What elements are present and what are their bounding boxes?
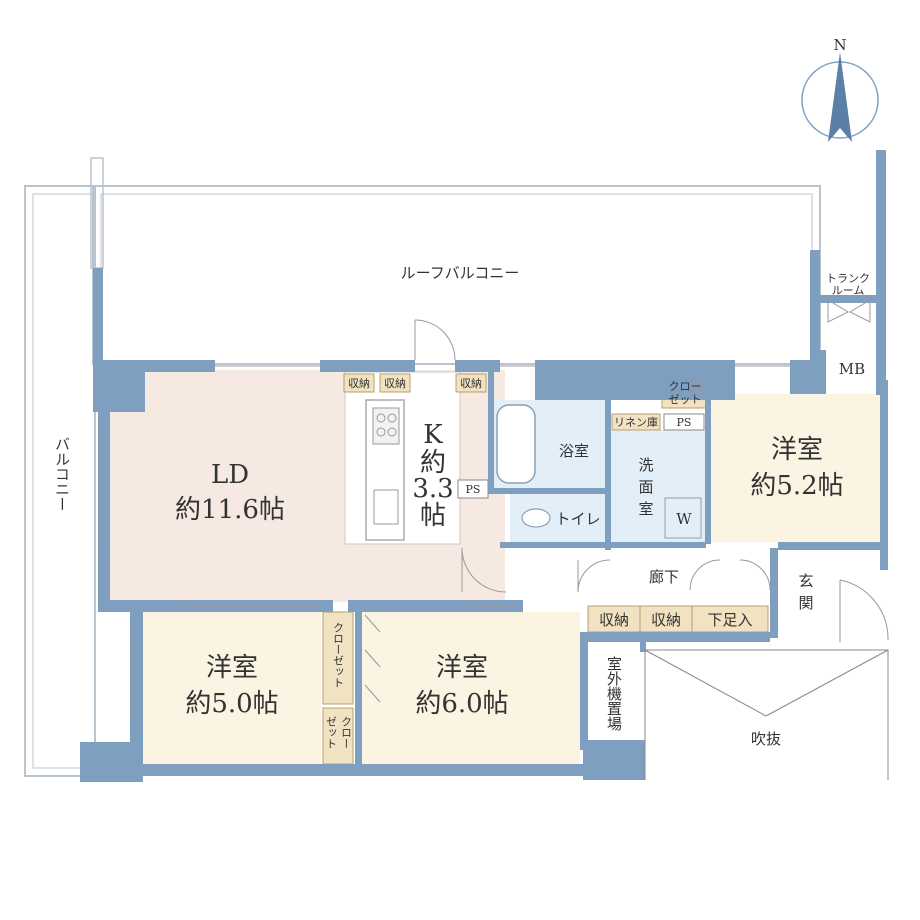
washroom-label-1: 洗 <box>638 456 653 474</box>
shoe-storage <box>691 605 769 633</box>
washer-label: W <box>676 510 692 528</box>
storage-label-3: 収納 <box>460 377 482 390</box>
room-sc-floor <box>362 612 580 764</box>
washing-machine-space <box>664 497 702 539</box>
western-room-sc-size: 約6.0帖 <box>415 689 508 719</box>
balcony-label: バルコニー <box>53 437 71 512</box>
void-label: 吹抜 <box>751 730 781 748</box>
western-room-ne-size: 約5.2帖 <box>750 471 843 501</box>
outdoor-unit-label: 室外機置場 <box>605 656 623 731</box>
ps-box-wash <box>663 413 705 431</box>
kitchen-jo-label: 帖 <box>420 501 446 531</box>
balcony <box>24 185 96 777</box>
western-room-ne-label: 洋室 <box>771 435 823 465</box>
linen-label: リネン庫 <box>614 415 658 429</box>
washroom-floor <box>610 430 705 544</box>
western-room-sw-size: 約5.0帖 <box>185 689 278 719</box>
entrance-label-2: 関 <box>798 594 813 612</box>
walls <box>80 150 888 782</box>
washroom-label-3: 室 <box>638 500 653 518</box>
closet-small-label-2: ゼット <box>325 716 338 749</box>
shoe-storage-label: 下足入 <box>707 611 752 629</box>
entrance-label-1: 玄 <box>798 572 813 590</box>
void-area <box>644 649 889 780</box>
corridor-storage-2 <box>639 605 693 633</box>
ld-size-label: 約11.6帖 <box>175 495 285 525</box>
corridor-storage-label-1: 収納 <box>599 611 629 629</box>
kitchen-yaku-label: 約 <box>420 448 446 478</box>
trunk-room-label-1: トランク <box>826 272 870 285</box>
room-sw-floor <box>143 612 321 764</box>
bathroom-label: 浴室 <box>559 442 589 460</box>
corridor-label: 廊下 <box>649 568 679 586</box>
storage-label-1: 収納 <box>348 377 370 390</box>
storage-3 <box>455 373 487 393</box>
room-ne-floor <box>710 394 882 542</box>
mb-label: MB <box>839 360 865 378</box>
western-room-sc-label: 洋室 <box>436 653 488 683</box>
western-room-sw-label: 洋室 <box>206 653 258 683</box>
ps-label-kitchen: PS <box>466 483 481 496</box>
kitchen-k-label: K <box>423 420 443 450</box>
washroom-label-2: 面 <box>638 478 653 496</box>
ps-label-wash: PS <box>677 416 692 429</box>
stove <box>372 407 400 445</box>
roof-balcony-label: ルーフバルコニー <box>401 264 520 282</box>
burner <box>376 413 386 423</box>
compass: N <box>801 36 879 142</box>
sink <box>373 489 399 525</box>
closet-center <box>322 611 354 705</box>
ld-name-label: LD <box>211 460 249 490</box>
closet-ne-label-2: ゼット <box>669 393 702 406</box>
storage-2 <box>379 373 411 393</box>
linen-storage <box>611 413 661 431</box>
burner <box>387 413 397 423</box>
storage-1 <box>343 373 375 393</box>
corridor-storage-label-2: 収納 <box>651 611 681 629</box>
closet-ne-label-1: クロー <box>669 380 702 393</box>
closet-small-label-1: クロー <box>340 716 353 749</box>
burner <box>387 427 397 437</box>
toilet-fixture <box>521 508 551 528</box>
closet-center-label: クローゼット <box>332 622 345 688</box>
compass-needle-icon <box>828 52 852 142</box>
bathtub <box>496 404 536 484</box>
trunk-room-label-2: ルーム <box>832 284 865 297</box>
compass-north-label: N <box>833 36 846 54</box>
storage-label-2: 収納 <box>384 377 406 390</box>
corridor-storage-1 <box>587 605 641 633</box>
doors-and-windows <box>99 299 889 720</box>
burner <box>376 427 386 437</box>
toilet-label: トイレ <box>555 510 600 528</box>
kitchen-num-label: 3.3 <box>412 474 453 504</box>
